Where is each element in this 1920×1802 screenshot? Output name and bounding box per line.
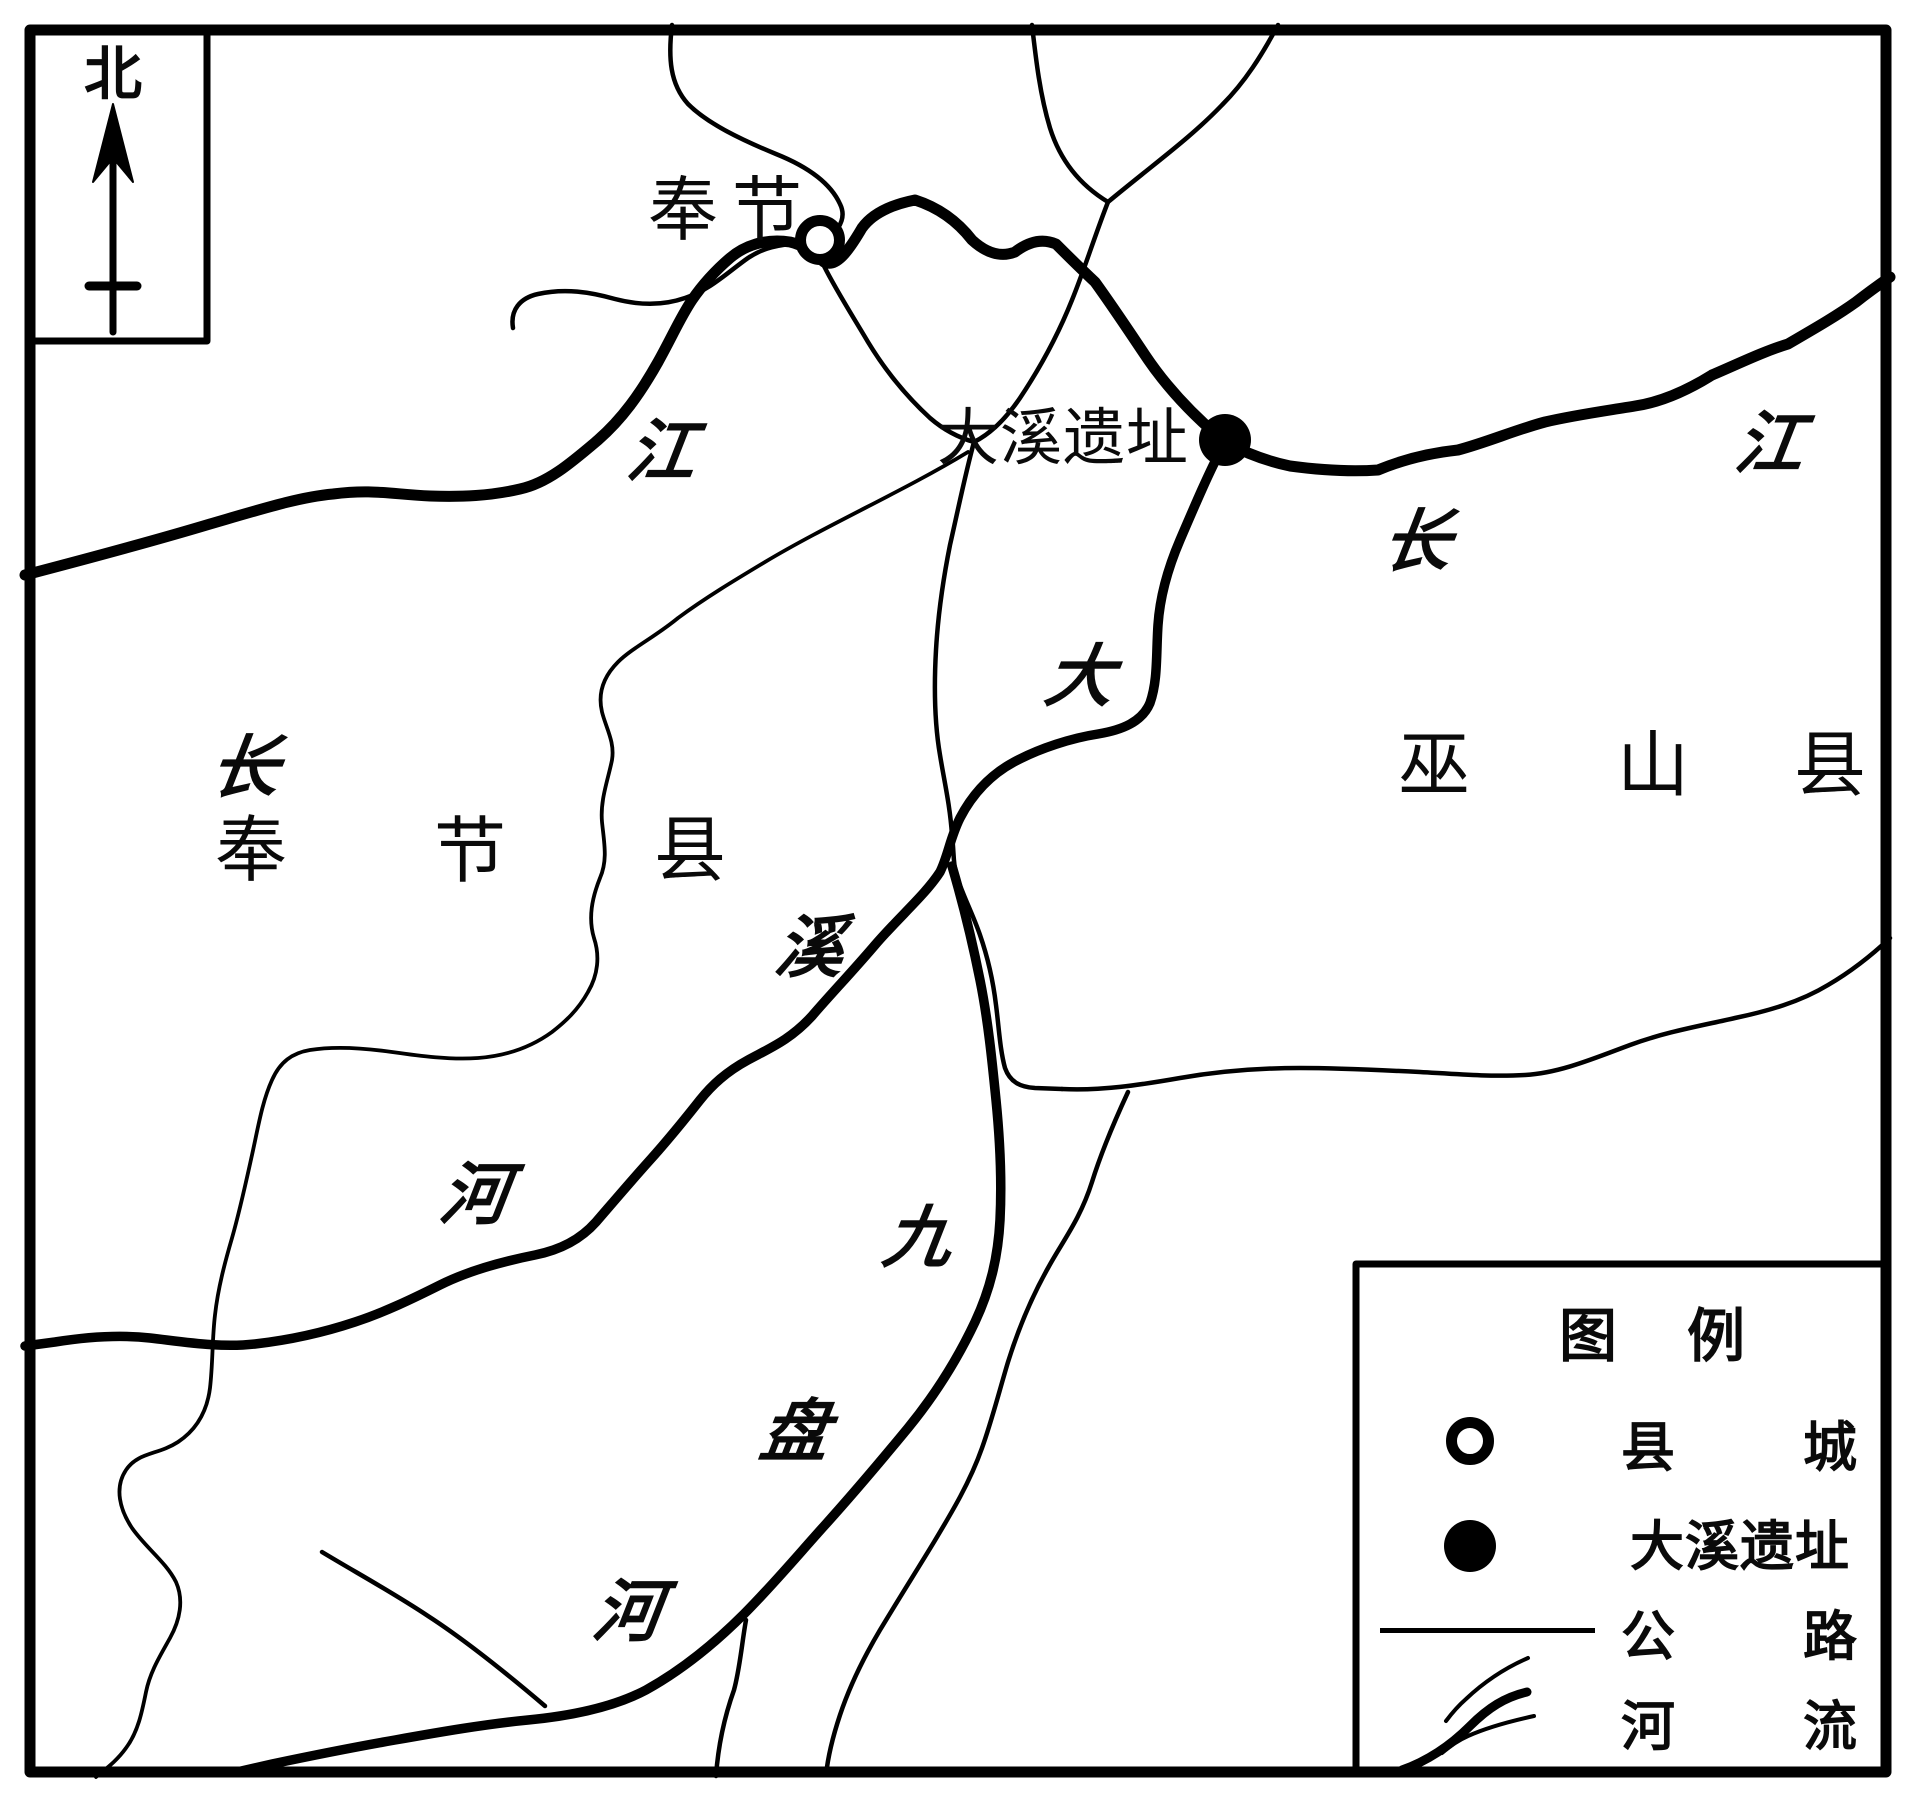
legend-open-circle-icon bbox=[1446, 1417, 1494, 1465]
yangtze-west-char-jiang: 江 bbox=[622, 412, 702, 492]
road-east bbox=[1059, 935, 1893, 1092]
boundary-stream bbox=[94, 450, 970, 1779]
road-south-branch bbox=[823, 1089, 1131, 1778]
legend-title-char-li: 例 bbox=[1686, 1302, 1746, 1370]
legend-river-symbol-branch2 bbox=[1440, 1714, 1536, 1755]
jiupan-tributary-west bbox=[319, 1549, 548, 1709]
fengjie-town-label: 奉节 bbox=[648, 169, 816, 251]
daxi-site-marker bbox=[1199, 414, 1251, 466]
yangtze-east-char-chang: 长 bbox=[1377, 502, 1457, 582]
jiupan-tributary-south bbox=[713, 1617, 749, 1779]
jiupan-river-path bbox=[232, 861, 1006, 1777]
yangtze-west-char-chang: 长 bbox=[205, 728, 285, 808]
wushan-county-char-wu: 巫 bbox=[1397, 723, 1471, 807]
legend-road-char-lu: 路 bbox=[1803, 1604, 1857, 1668]
legend-road-line-icon bbox=[1380, 1628, 1595, 1633]
legend-daxi-site-label: 大溪遗址 bbox=[1630, 1514, 1850, 1578]
road-top-a bbox=[1029, 22, 1111, 205]
daxi-river-path bbox=[20, 443, 1227, 1351]
legend-box-border bbox=[1352, 1260, 1890, 1776]
jiupan-river-char-he: 河 bbox=[588, 1572, 668, 1652]
legend-river-char-liu: 流 bbox=[1803, 1694, 1857, 1758]
legend-county-town-char-xian: 县 bbox=[1621, 1415, 1675, 1479]
daxi-river-char-xi: 溪 bbox=[770, 908, 850, 988]
county-town-marker-fengjie bbox=[795, 215, 845, 265]
road-fengjie-south bbox=[821, 263, 1065, 1092]
map-border bbox=[24, 24, 1892, 1778]
legend-filled-circle-icon bbox=[1444, 1520, 1496, 1572]
road-stub-west bbox=[510, 241, 793, 331]
jiupan-river-char-pan: 盘 bbox=[755, 1392, 835, 1472]
legend-road-char-gong: 公 bbox=[1621, 1604, 1675, 1668]
legend-river-symbol-branch1 bbox=[1444, 1656, 1530, 1723]
wushan-county-char-xian: 县 bbox=[1793, 723, 1867, 807]
yangtze-river-path bbox=[19, 194, 1896, 581]
wushan-county-char-shan: 山 bbox=[1616, 723, 1690, 807]
north-label: 北 bbox=[83, 40, 143, 108]
fengjie-county-char-feng: 奉 bbox=[214, 808, 288, 892]
legend-river-symbol-main bbox=[1397, 1687, 1532, 1775]
fengjie-county-char-xian: 县 bbox=[653, 808, 727, 892]
fengjie-county-char-jie: 节 bbox=[433, 809, 507, 893]
north-box bbox=[26, 26, 211, 345]
legend-title-char-tu: 图 bbox=[1558, 1302, 1618, 1370]
daxi-river-char-he: 河 bbox=[435, 1155, 515, 1235]
legend-river-char-he: 河 bbox=[1621, 1694, 1675, 1758]
north-arrow-head bbox=[92, 103, 134, 183]
legend-county-town-char-cheng: 城 bbox=[1803, 1415, 1857, 1479]
yangtze-east-char-jiang: 江 bbox=[1730, 404, 1810, 484]
daxi-site-label: 大溪遗址 bbox=[936, 401, 1190, 474]
road-north-to-fengjie bbox=[668, 22, 845, 231]
road-top-b bbox=[1105, 22, 1281, 205]
road-ne-merged bbox=[971, 199, 1111, 445]
jiupan-river-char-jiu: 九 bbox=[878, 1198, 958, 1278]
daxi-river-char-da: 大 bbox=[1040, 637, 1120, 717]
